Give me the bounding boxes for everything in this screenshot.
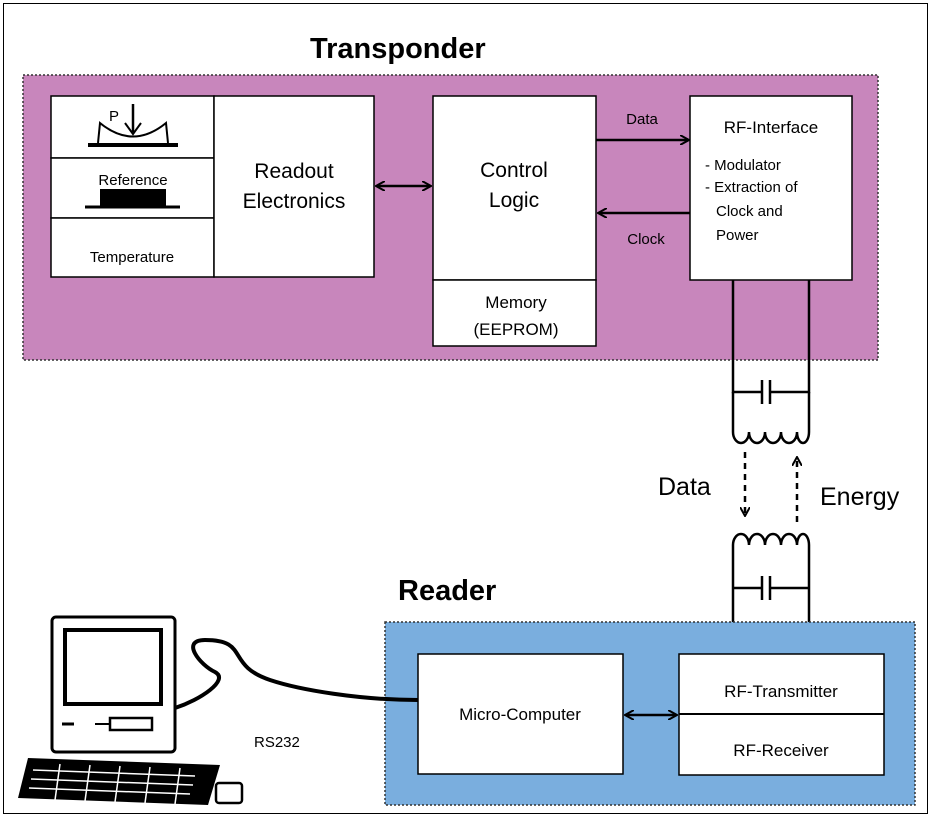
clock-label: Clock bbox=[627, 231, 665, 248]
rf-transmitter-label: RF-Transmitter bbox=[724, 682, 838, 701]
reader-title: Reader bbox=[398, 575, 496, 607]
memory-label-line1: Memory bbox=[485, 293, 547, 312]
rf-interface-item-power: Power bbox=[716, 227, 759, 244]
readout-label-line2: Electronics bbox=[243, 190, 346, 213]
transponder-lc-circuit bbox=[731, 280, 811, 445]
rf-interface-item-modulator: - Modulator bbox=[705, 157, 781, 174]
memory-label-line2: (EEPROM) bbox=[474, 320, 559, 339]
control-logic-box bbox=[432, 95, 597, 281]
memory-box bbox=[432, 279, 597, 347]
coupling-energy-label: Energy bbox=[820, 483, 900, 511]
pressure-membrane-icon bbox=[88, 104, 178, 147]
coupling-data-label: Data bbox=[658, 473, 711, 501]
control-label-line2: Logic bbox=[489, 189, 539, 212]
rf-receiver-label: RF-Receiver bbox=[733, 741, 829, 760]
rs232-label: RS232 bbox=[254, 734, 300, 751]
pressure-label: P bbox=[109, 108, 119, 125]
rf-interface-item-clock: Clock and bbox=[716, 203, 783, 220]
micro-computer-box bbox=[417, 653, 624, 775]
rs232-cable bbox=[174, 637, 419, 710]
data-label: Data bbox=[626, 111, 658, 128]
temperature-label: Temperature bbox=[90, 249, 174, 266]
transponder-title: Transponder bbox=[310, 33, 486, 65]
rf-interface-box bbox=[689, 95, 853, 281]
readout-label-line1: Readout bbox=[254, 160, 334, 183]
temperature-sensor-cell bbox=[50, 217, 215, 278]
micro-computer-label: Micro-Computer bbox=[459, 705, 581, 724]
rf-interface-item-extraction: - Extraction of bbox=[705, 179, 798, 196]
rf-interface-title: RF-Interface bbox=[724, 118, 818, 137]
reference-block-icon bbox=[85, 189, 180, 209]
reference-label: Reference bbox=[98, 172, 167, 189]
computer-icon bbox=[18, 615, 244, 805]
readout-electronics-box bbox=[213, 95, 375, 278]
control-label-line1: Control bbox=[480, 159, 548, 182]
